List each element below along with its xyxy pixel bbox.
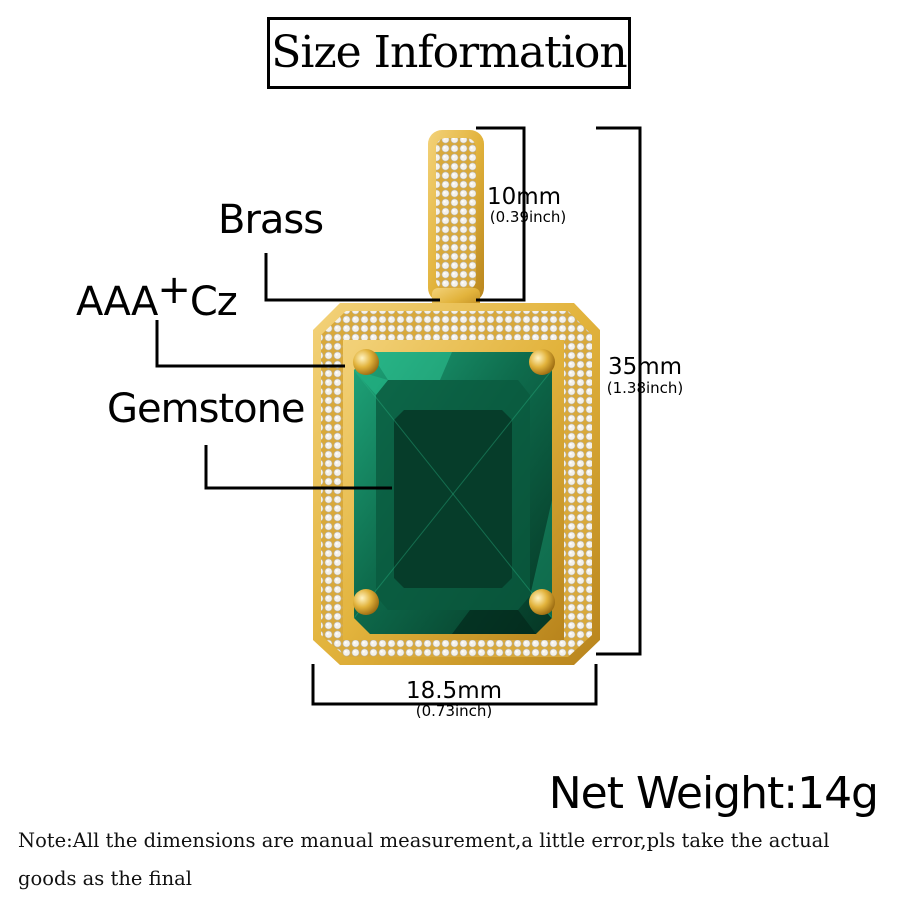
height-value: 35mm bbox=[607, 354, 683, 380]
emerald-gemstone bbox=[353, 352, 553, 634]
page-title: Size Information bbox=[267, 17, 631, 89]
gemstone-label: Gemstone bbox=[107, 386, 306, 432]
net-weight: Net Weight:14g bbox=[548, 768, 879, 819]
prongs bbox=[353, 349, 555, 615]
aaa-plus-sign: + bbox=[157, 267, 191, 313]
aaa-prefix: AAA bbox=[76, 279, 158, 325]
height-inch: (1.38inch) bbox=[606, 379, 684, 397]
bail-width-inch: (0.39inch) bbox=[489, 208, 567, 226]
width-value: 18.5mm bbox=[405, 678, 503, 704]
bail-width-value: 10mm bbox=[486, 184, 562, 210]
cz-suffix: Cz bbox=[189, 279, 238, 325]
bail bbox=[428, 130, 484, 312]
width-inch: (0.73inch) bbox=[415, 702, 493, 720]
brass-label: Brass bbox=[218, 197, 324, 243]
measurement-note: Note:All the dimensions are manual measu… bbox=[18, 829, 830, 890]
aaa-cz-label: AAA+Cz bbox=[76, 270, 238, 325]
dimension-lines bbox=[155, 126, 642, 706]
